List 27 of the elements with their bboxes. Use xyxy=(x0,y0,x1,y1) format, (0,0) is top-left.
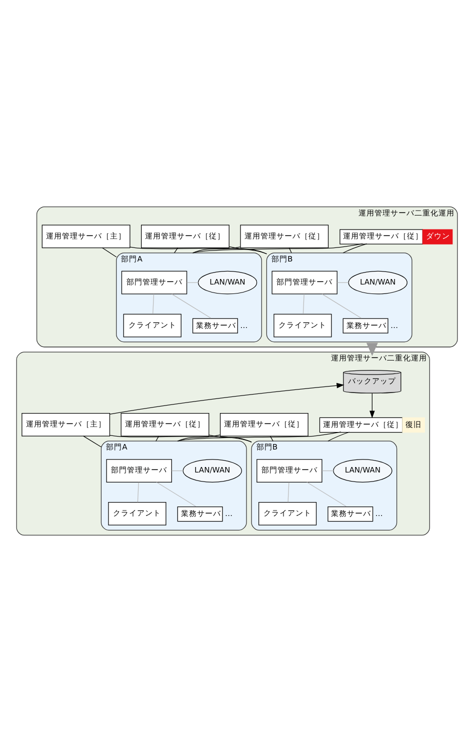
connector xyxy=(129,246,266,254)
connector xyxy=(192,246,240,253)
connector xyxy=(287,482,289,502)
connector xyxy=(306,481,346,506)
arrow xyxy=(369,392,374,418)
connector xyxy=(228,246,266,254)
connector xyxy=(82,435,102,447)
connector xyxy=(176,434,220,441)
connector xyxy=(136,482,138,502)
connector xyxy=(171,293,211,318)
connector xyxy=(342,243,367,253)
connector xyxy=(288,247,292,253)
arrow xyxy=(109,382,344,414)
connector xyxy=(109,434,252,442)
connector xyxy=(208,434,252,442)
connector xyxy=(156,481,196,506)
arrow xyxy=(366,342,378,356)
connector xyxy=(302,293,304,314)
connector xyxy=(174,247,178,253)
connector xyxy=(192,242,363,253)
connector xyxy=(327,431,350,441)
connector xyxy=(170,470,183,471)
connector xyxy=(321,293,362,318)
connector xyxy=(102,247,116,257)
connector xyxy=(155,435,159,441)
connector xyxy=(321,470,334,471)
connector xyxy=(152,293,154,314)
